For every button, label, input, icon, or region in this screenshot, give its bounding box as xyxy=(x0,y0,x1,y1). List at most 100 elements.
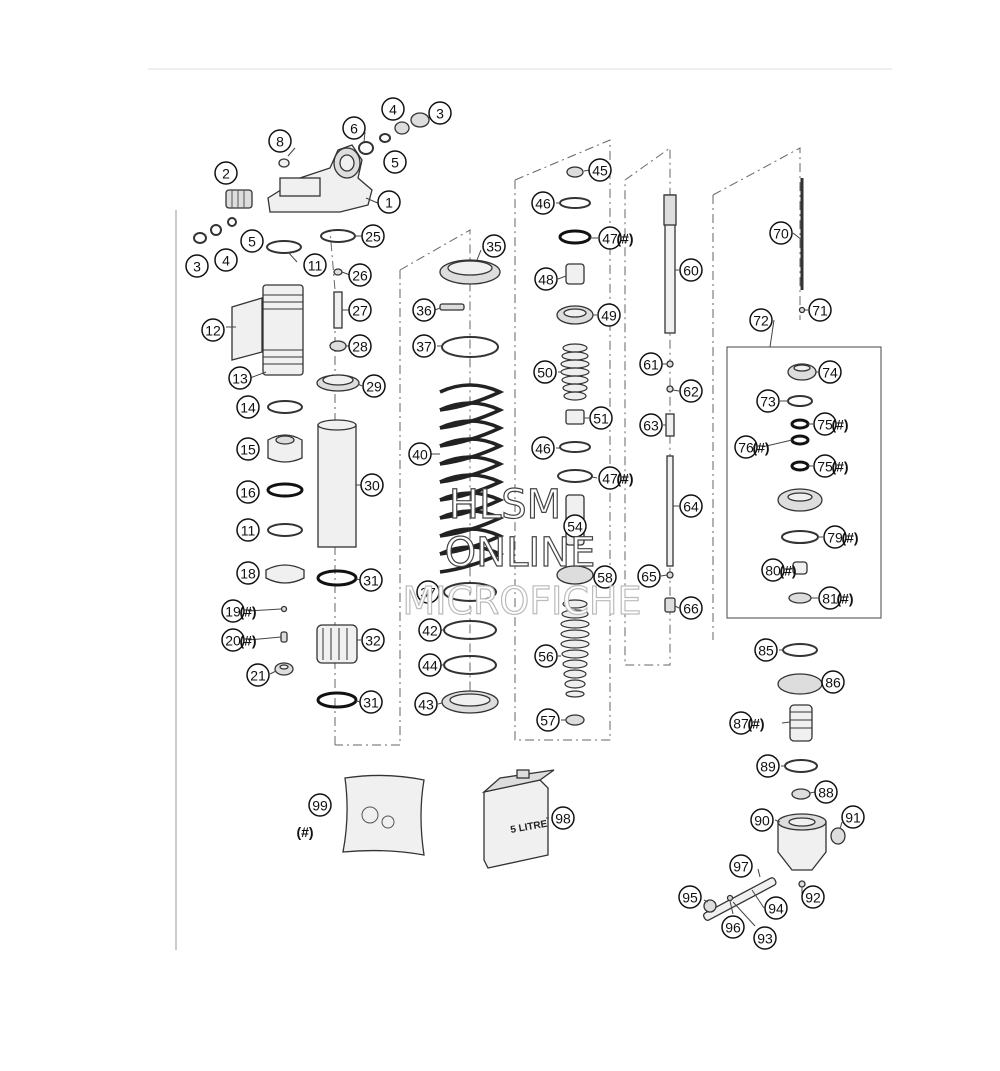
callout-65: 65 xyxy=(637,564,661,588)
hash-mark: (#) xyxy=(296,824,313,840)
callout-circle xyxy=(639,413,663,437)
callout-number: 92 xyxy=(805,890,821,906)
callout-circle xyxy=(416,580,440,604)
callout-51: 51 xyxy=(589,406,613,430)
hash-mark: (#) xyxy=(836,591,853,607)
callout-circle xyxy=(563,514,587,538)
callout-number: 71 xyxy=(812,303,828,319)
callout-circle xyxy=(679,494,703,518)
callout-98: 98 xyxy=(551,806,575,830)
callout-92: 92 xyxy=(801,885,825,909)
callout-number: 46 xyxy=(535,441,551,457)
callout-15: 15 xyxy=(236,437,260,461)
left-column-parts xyxy=(193,112,430,709)
callout-61: 61 xyxy=(639,352,663,376)
callout-40: 40 xyxy=(408,442,432,466)
callout-number: 95 xyxy=(682,890,698,906)
callout-circle xyxy=(531,191,555,215)
callout-circle xyxy=(428,101,452,125)
sticker-pack xyxy=(342,774,425,856)
hash-mark: (#) xyxy=(747,716,764,732)
callout-number: 19 xyxy=(225,604,241,620)
callout-number: 5 xyxy=(391,155,399,171)
callout-number: 62 xyxy=(683,384,699,400)
callout-circle xyxy=(414,692,438,716)
hash-mark: (#) xyxy=(779,563,796,579)
callout-circle xyxy=(588,158,612,182)
callout-circle xyxy=(531,436,555,460)
adjuster-knob xyxy=(225,189,253,209)
callout-number: 89 xyxy=(760,759,776,775)
callout-circle xyxy=(482,234,506,258)
callout-number: 11 xyxy=(308,258,323,274)
callout-76: 76(#) xyxy=(734,435,770,459)
callout-circle xyxy=(808,298,832,322)
callout-57: 57 xyxy=(536,708,560,732)
callout-circle xyxy=(359,690,383,714)
callout-circle xyxy=(214,248,238,272)
callout-circle xyxy=(818,360,842,384)
reservoir-cylinder xyxy=(262,284,304,376)
callout-number: 46 xyxy=(535,196,551,212)
callout-circle xyxy=(361,628,385,652)
callout-number: 64 xyxy=(683,499,699,515)
callout-circle xyxy=(639,352,663,376)
callout-circle xyxy=(734,435,758,459)
callout-4a: 4 xyxy=(214,248,238,272)
callout-number: 25 xyxy=(365,229,381,245)
callout-62: 62 xyxy=(679,379,703,403)
callout-circle xyxy=(589,406,613,430)
callout-number: 65 xyxy=(641,569,657,585)
callout-number: 72 xyxy=(753,313,769,329)
callout-circle xyxy=(551,806,575,830)
callout-number: 43 xyxy=(418,697,434,713)
callout-74: 74 xyxy=(818,360,842,384)
callout-circle xyxy=(598,226,622,250)
callout-circle xyxy=(678,885,702,909)
callout-66: 66 xyxy=(679,596,703,620)
callout-60: 60 xyxy=(679,258,703,282)
callout-circle xyxy=(536,708,560,732)
callout-circle xyxy=(303,253,327,277)
callout-number: 75 xyxy=(817,417,833,433)
callout-46b: 46 xyxy=(531,436,555,460)
callout-number: 98 xyxy=(555,811,571,827)
hash-mark: (#) xyxy=(239,604,256,620)
callout-circle xyxy=(534,644,558,668)
callout-circle xyxy=(749,308,773,332)
damper-body xyxy=(317,424,357,548)
callout-3a: 3 xyxy=(185,254,209,278)
callout-circle xyxy=(813,454,837,478)
callout-number: 31 xyxy=(363,573,379,589)
callout-number: 47 xyxy=(602,231,618,247)
callout-16: 16 xyxy=(236,480,260,504)
callout-number: 36 xyxy=(416,303,432,319)
callout-circle xyxy=(750,808,774,832)
callout-63: 63 xyxy=(639,413,663,437)
callout-49: 49 xyxy=(597,303,621,327)
callout-circle xyxy=(823,525,847,549)
callout-circle xyxy=(348,263,372,287)
callout-number: 14 xyxy=(240,400,256,416)
callout-70: 70 xyxy=(769,221,793,245)
callout-number: 76 xyxy=(738,440,754,456)
callout-28: 28 xyxy=(348,334,372,358)
callout-number: 21 xyxy=(250,668,266,684)
callout-19: 19(#) xyxy=(221,599,257,623)
callout-circle xyxy=(412,334,436,358)
callout-1: 1 xyxy=(377,190,401,214)
callout-12: 12 xyxy=(201,318,225,342)
callout-number: 20 xyxy=(225,633,241,649)
callout-circle xyxy=(359,568,383,592)
callout-90: 90 xyxy=(750,808,774,832)
callout-number: 32 xyxy=(365,633,381,649)
leader-lines xyxy=(226,131,843,927)
callout-number: 16 xyxy=(240,485,256,501)
callout-11a: 11 xyxy=(303,253,327,277)
callout-number: 2 xyxy=(222,166,230,182)
callout-circle xyxy=(348,298,372,322)
callout-circle xyxy=(381,97,405,121)
watermark-line-2: ONLINE xyxy=(445,530,596,576)
callout-circle xyxy=(236,480,260,504)
callout-circle xyxy=(679,379,703,403)
